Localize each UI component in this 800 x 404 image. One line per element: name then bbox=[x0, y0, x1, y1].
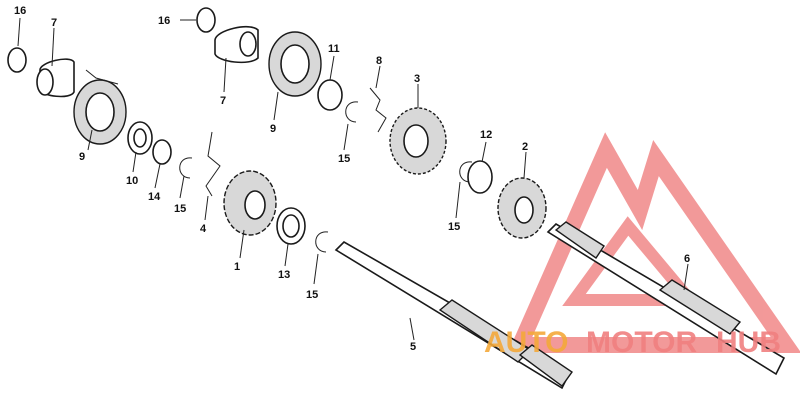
gear-1 bbox=[223, 170, 277, 236]
callout-13: 13 bbox=[278, 269, 290, 281]
callout-15-right: 15 bbox=[448, 221, 460, 233]
callout-9-right: 9 bbox=[270, 123, 276, 135]
washer-14 bbox=[152, 139, 172, 165]
snap-ring-16-left bbox=[7, 47, 27, 73]
watermark-text: AUTO MOTOR HUB bbox=[484, 326, 781, 359]
leader-lines bbox=[17, 17, 689, 341]
callout-16-right: 16 bbox=[158, 15, 170, 27]
callout-8: 8 bbox=[376, 55, 382, 67]
spring-8 bbox=[369, 87, 387, 133]
callout-3: 3 bbox=[414, 73, 420, 85]
callout-2: 2 bbox=[522, 141, 528, 153]
snap-ring-16-right bbox=[196, 7, 216, 33]
gear-3 bbox=[389, 107, 447, 175]
callout-4: 4 bbox=[200, 223, 207, 235]
shaft-5 bbox=[334, 241, 573, 390]
watermark-part3: HUB bbox=[716, 326, 781, 359]
callout-11: 11 bbox=[328, 43, 340, 55]
clip-15-upper bbox=[345, 101, 359, 123]
spring-4 bbox=[205, 131, 221, 197]
collar-7-left bbox=[36, 58, 75, 98]
callout-1: 1 bbox=[234, 261, 240, 273]
clip-15-left bbox=[179, 157, 193, 179]
callout-10: 10 bbox=[126, 175, 138, 187]
callout-9-left: 9 bbox=[79, 151, 85, 163]
callout-15-left: 15 bbox=[174, 203, 186, 215]
callout-7-left: 7 bbox=[51, 17, 57, 29]
callout-6: 6 bbox=[684, 253, 690, 265]
collar-7-right bbox=[214, 25, 259, 64]
spring-9-right bbox=[268, 31, 322, 97]
callout-7-right: 7 bbox=[220, 95, 226, 107]
clip-15-right bbox=[459, 161, 473, 183]
clip-15-mid bbox=[315, 231, 329, 253]
callout-16-left: 16 bbox=[14, 5, 26, 17]
callout-15-upper: 15 bbox=[338, 153, 350, 165]
callout-labels: 16 7 9 10 14 15 4 1 13 15 5 16 7 9 11 15… bbox=[14, 5, 690, 353]
spring-9-left bbox=[73, 69, 127, 145]
callout-15-mid: 15 bbox=[306, 289, 318, 301]
callout-5: 5 bbox=[410, 341, 416, 353]
shaft-6 bbox=[546, 221, 786, 376]
washer-12 bbox=[467, 160, 493, 194]
watermark-logo bbox=[507, 132, 800, 353]
watermark-part1: AUTO bbox=[484, 326, 568, 359]
watermark-part2: MOTOR bbox=[586, 326, 697, 359]
washer-11 bbox=[317, 79, 343, 111]
callout-12: 12 bbox=[480, 129, 492, 141]
gear-2 bbox=[497, 177, 547, 239]
callout-14: 14 bbox=[148, 191, 161, 203]
